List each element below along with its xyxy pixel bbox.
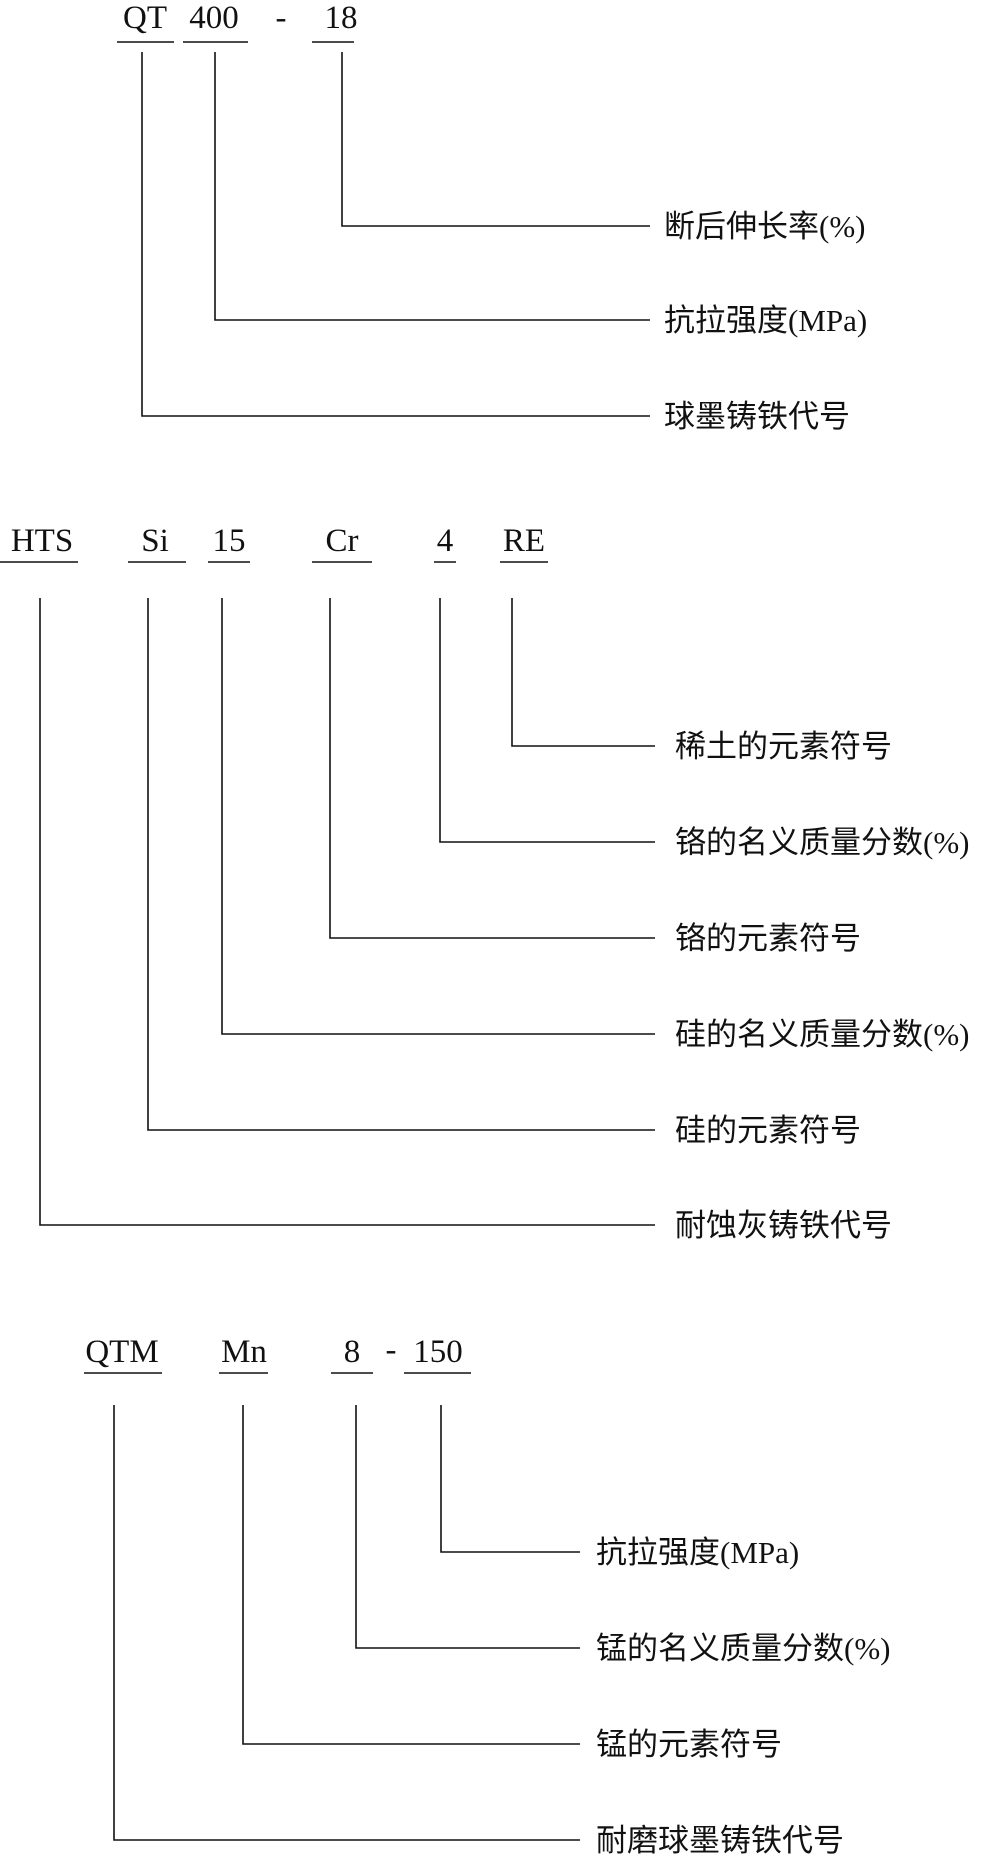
diagram-corrosion-resistant-iron: HTS Si 15 Cr 4 RE 稀土的元素符号 铬的名义质量分数(%) 铬的… [0, 523, 969, 1243]
label-corrosion-iron-code: 耐蚀灰铸铁代号 [675, 1208, 892, 1243]
code-18: 18 [325, 0, 358, 36]
label-manganese-fraction: 锰的名义质量分数(%) [596, 1631, 890, 1666]
leader-line [141, 52, 650, 417]
code-8: 8 [344, 1334, 361, 1370]
code-mn: Mn [221, 1334, 267, 1370]
leader-line [147, 598, 655, 1131]
label-chromium-fraction: 铬的名义质量分数(%) [675, 825, 969, 860]
label-manganese-symbol: 锰的元素符号 [596, 1727, 782, 1762]
label-silicon-symbol: 硅的元素符号 [675, 1113, 861, 1148]
leader-line [39, 598, 655, 1226]
label-silicon-fraction: 硅的名义质量分数(%) [675, 1017, 969, 1052]
code-hts: HTS [11, 523, 73, 559]
code-re: RE [503, 523, 545, 559]
label-chromium-symbol: 铬的元素符号 [675, 921, 861, 956]
leader-line [355, 1405, 580, 1649]
code-400: 400 [189, 0, 239, 36]
leader-line [242, 1405, 580, 1745]
leader-line [439, 598, 655, 843]
code-150: 150 [413, 1334, 463, 1370]
leader-line [329, 598, 655, 939]
leader-line [221, 598, 655, 1035]
code-separator: - [386, 1332, 397, 1368]
label-tensile-strength: 抗拉强度(MPa) [596, 1535, 799, 1570]
leader-line [214, 52, 650, 321]
leader-line [511, 598, 655, 747]
code-separator: - [276, 0, 287, 36]
code-4: 4 [437, 523, 454, 559]
leader-line [440, 1405, 580, 1553]
label-ductile-iron-code: 球墨铸铁代号 [664, 399, 850, 434]
diagram-wear-resistant-iron: QTM Mn 8 - 150 抗拉强度(MPa) 锰的名义质量分数(%) 锰的元… [84, 1332, 890, 1858]
label-rare-earth-symbol: 稀土的元素符号 [675, 729, 892, 764]
leader-line [341, 52, 650, 227]
code-15: 15 [213, 523, 246, 559]
label-wear-iron-code: 耐磨球墨铸铁代号 [596, 1823, 844, 1858]
leader-line [113, 1405, 580, 1841]
label-elongation: 断后伸长率(%) [664, 209, 865, 244]
code-cr: Cr [326, 523, 359, 559]
code-qt: QT [123, 0, 167, 36]
code-qtm: QTM [85, 1334, 158, 1370]
code-si: Si [141, 523, 169, 559]
label-tensile-strength: 抗拉强度(MPa) [664, 303, 867, 338]
diagram-ductile-iron: QT 400 - 18 断后伸长率(%) 抗拉强度(MPa) 球墨铸铁代号 [117, 0, 867, 434]
